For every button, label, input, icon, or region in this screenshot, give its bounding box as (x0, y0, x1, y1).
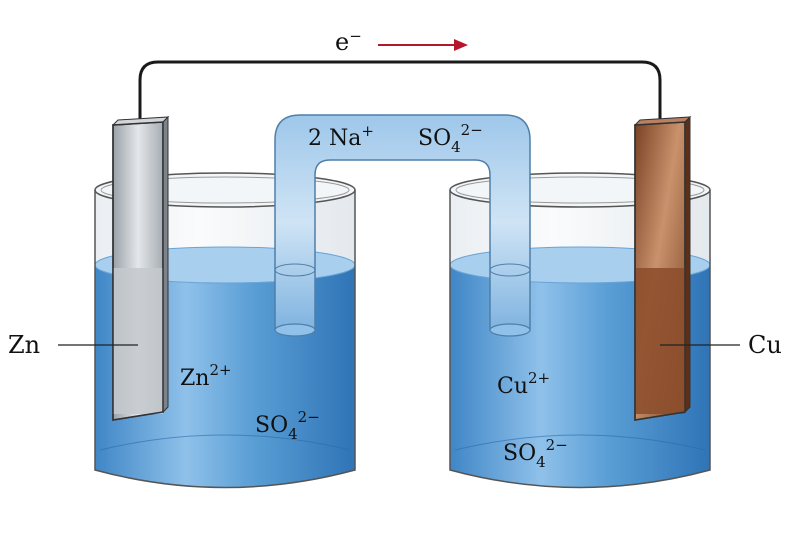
bridge-cation-label: 2 Na+ (308, 122, 374, 151)
zn-electrode-label: Zn (8, 331, 40, 359)
copper-electrode (633, 115, 692, 421)
electron-arrowhead-icon (454, 39, 468, 51)
bridge-anion-label: SO42− (418, 121, 483, 156)
electron-letter: e (335, 28, 349, 56)
left-cation-label: Zn2+ (180, 361, 232, 391)
left-anion-label: SO42− (255, 408, 320, 443)
right-cation-label: Cu2+ (497, 369, 550, 399)
cu-electrode-label: Cu (748, 331, 782, 359)
electron-symbol: e− (335, 27, 362, 56)
salt-bridge (274, 114, 531, 337)
electron-flow-label: e− (335, 27, 468, 56)
right-anion-label: SO42− (503, 436, 568, 471)
zinc-electrode (111, 115, 170, 421)
external-wire (138, 60, 662, 125)
electron-charge: − (349, 27, 362, 45)
